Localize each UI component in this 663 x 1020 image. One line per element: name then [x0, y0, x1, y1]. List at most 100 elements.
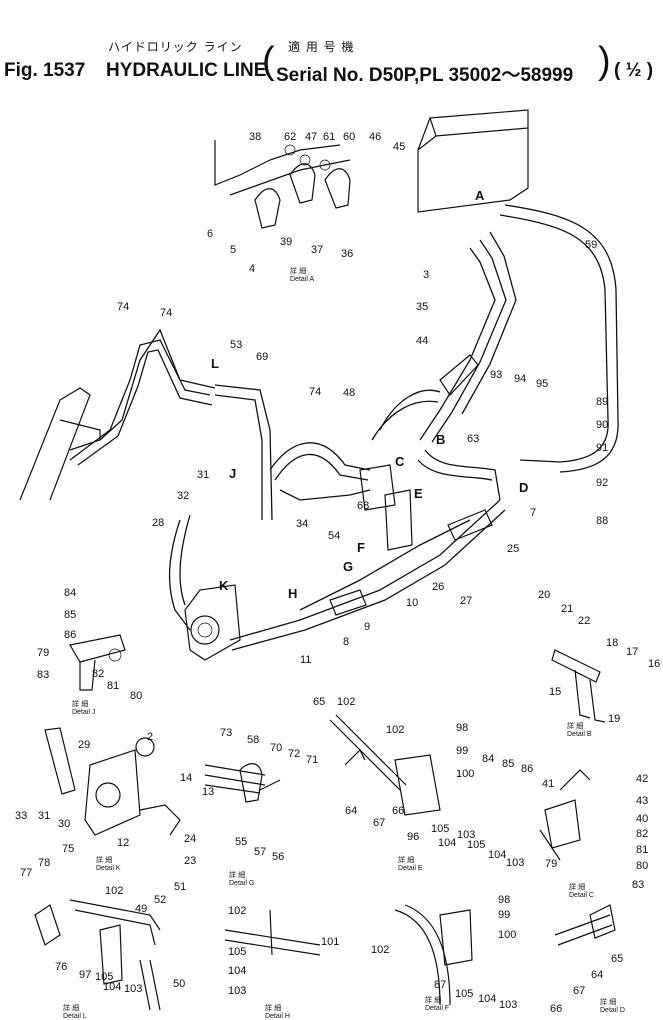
japanese-title: ハイドロリック ライン	[108, 40, 243, 54]
detail-d-drawing	[554, 904, 616, 946]
part-number: 103	[506, 857, 524, 869]
part-number: 99	[456, 745, 468, 757]
part-number: 105	[455, 988, 473, 1000]
part-number: 84	[64, 587, 76, 599]
part-number: 13	[202, 786, 214, 798]
part-number: 73	[220, 727, 232, 739]
callout-l: L	[211, 356, 219, 371]
detail-g-drawing	[204, 763, 281, 803]
part-number: 26	[432, 581, 444, 593]
callout-k: K	[219, 578, 229, 593]
part-number: 29	[78, 739, 90, 751]
part-number: 96	[407, 831, 419, 843]
part-number: 98	[456, 722, 468, 734]
detail-l-drawing	[34, 899, 161, 1011]
part-number: 101	[321, 936, 339, 948]
part-number: 74	[309, 386, 321, 398]
part-number: 104	[103, 981, 121, 993]
part-number: 80	[636, 860, 648, 872]
part-number: 86	[64, 629, 76, 641]
part-number: 11	[300, 654, 311, 666]
detail-c-label: Detail C	[569, 892, 594, 899]
part-number: 19	[608, 713, 620, 725]
part-number: 46	[369, 131, 381, 143]
part-number: 61	[323, 131, 335, 143]
part-number: 77	[20, 867, 32, 879]
callout-letters: A B C D E F G H J K L	[211, 188, 528, 601]
part-number: 72	[288, 748, 300, 760]
part-number: 52	[154, 894, 166, 906]
figure-title: HYDRAULIC LINE	[106, 60, 267, 81]
control-valve	[359, 464, 413, 551]
japanese-serial-label: 適 用 号 機	[288, 40, 355, 54]
part-number: 76	[55, 961, 67, 973]
part-number: 18	[606, 637, 618, 649]
part-number: 2	[147, 731, 153, 743]
detail-c-drawing	[539, 769, 591, 861]
part-number: 71	[306, 754, 318, 766]
part-number: 7	[530, 507, 536, 519]
detail-d-jp: 詳 細	[600, 997, 616, 1006]
part-number: 37	[311, 244, 323, 256]
part-number: 50	[173, 978, 185, 990]
paren-close: )	[598, 40, 611, 82]
detail-b-drawing	[551, 649, 606, 723]
part-number: 102	[228, 905, 246, 917]
part-number: 85	[64, 609, 76, 621]
part-number: 34	[296, 518, 308, 530]
part-number: 3	[423, 269, 429, 281]
part-number: 79	[545, 858, 557, 870]
part-number: 41	[542, 778, 554, 790]
part-number: 47	[305, 131, 317, 143]
part-number: 105	[431, 823, 449, 835]
part-number: 56	[272, 851, 284, 863]
part-number: 79	[37, 647, 49, 659]
part-number: 103	[124, 983, 142, 995]
part-number: 20	[538, 589, 550, 601]
part-number: 35	[416, 301, 428, 313]
part-number: 66	[392, 805, 404, 817]
part-number: 90	[596, 419, 608, 431]
part-number: 104	[488, 849, 506, 861]
part-number: 69	[256, 351, 268, 363]
detail-j-jp: 詳 細	[72, 699, 88, 708]
part-number: 100	[456, 768, 474, 780]
part-number: 49	[135, 903, 147, 915]
part-number: 12	[117, 837, 129, 849]
detail-h-jp: 詳 細	[265, 1003, 281, 1012]
part-number: 82	[92, 668, 104, 680]
part-number: 64	[345, 805, 357, 817]
part-number: 104	[478, 993, 496, 1005]
part-number: 62	[284, 131, 296, 143]
detail-b-label: Detail B	[567, 731, 592, 738]
part-number: 15	[549, 686, 561, 698]
part-number: 75	[62, 843, 74, 855]
part-number: 86	[521, 763, 533, 775]
part-number: 63	[467, 433, 479, 445]
part-number: 80	[130, 690, 142, 702]
part-number: 4	[249, 263, 255, 275]
part-number: 102	[337, 696, 355, 708]
detail-e-jp: 詳 細	[398, 855, 414, 864]
callout-g: G	[343, 559, 353, 574]
part-number: 105	[467, 839, 485, 851]
part-number: 31	[38, 810, 50, 822]
callout-d: D	[519, 480, 528, 495]
part-number-labels: 38 62 47 61 60 46 45 6 5 4 39 37 36 3 59…	[15, 131, 660, 1015]
part-number: 55	[235, 836, 247, 848]
figure-header: ハイドロリック ライン 適 用 号 機 Fig. 1537 HYDRAULIC …	[0, 0, 663, 90]
part-number: 24	[184, 833, 196, 845]
serial-range: Serial No. D50P,PL 35002～58999	[276, 65, 574, 86]
part-number: 23	[184, 855, 196, 867]
part-number: 81	[636, 844, 648, 856]
part-number: 104	[438, 837, 456, 849]
hydraulic-tank	[417, 109, 529, 213]
part-number: 83	[37, 669, 49, 681]
main-pump	[184, 584, 241, 661]
part-number: 42	[636, 773, 648, 785]
figure-number: Fig. 1537	[4, 60, 86, 81]
part-number: 82	[636, 828, 648, 840]
detail-k-jp: 詳 細	[96, 855, 112, 864]
part-number: 65	[313, 696, 325, 708]
